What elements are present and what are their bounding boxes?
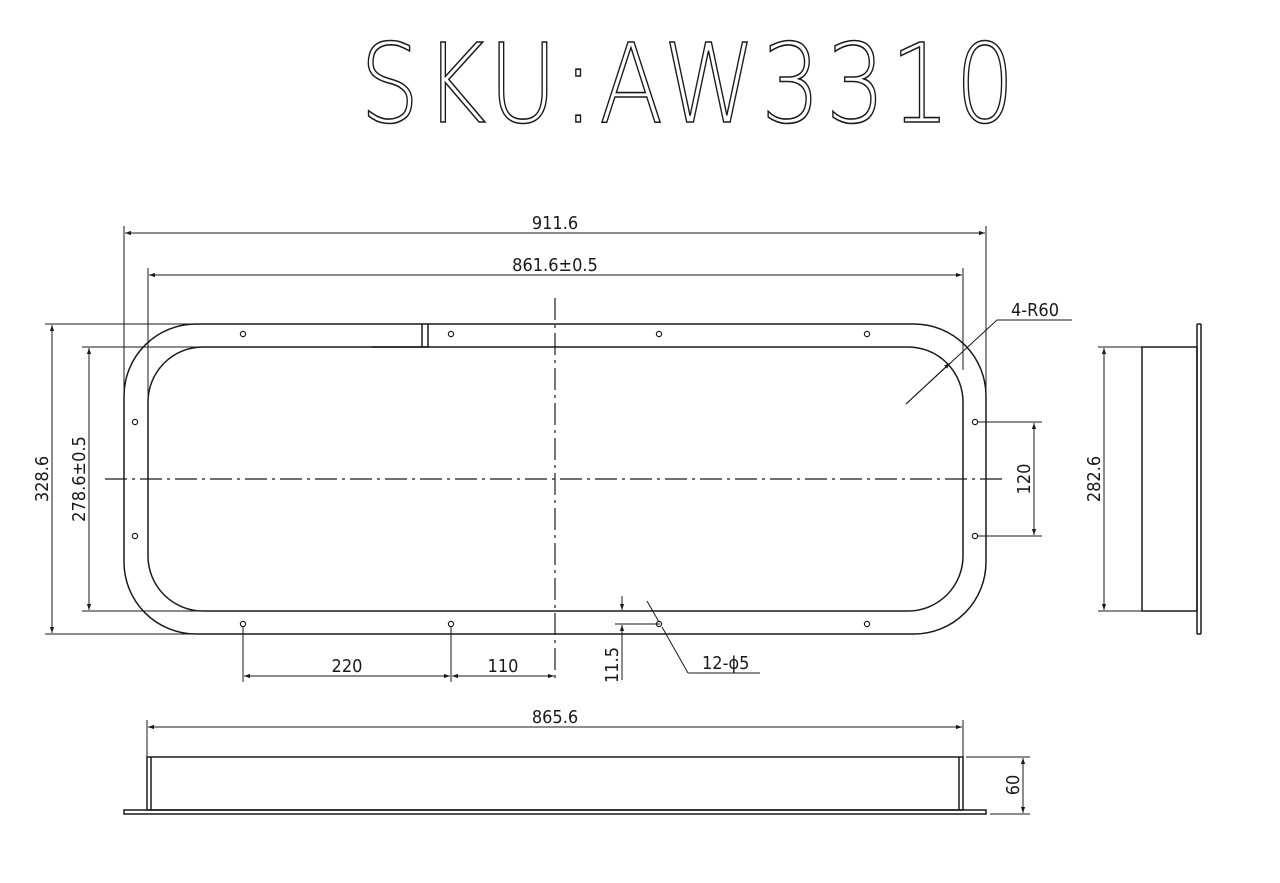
dimension-inner-height: 278.6±0.5 xyxy=(69,346,200,612)
dimension-hole-vertical-spacing: 120 xyxy=(978,421,1042,537)
dimension-corner-radius: 4-R60 xyxy=(905,300,1072,405)
bottom-view-body xyxy=(146,756,964,811)
dimension-label: 220 xyxy=(332,656,363,677)
mounting-hole xyxy=(655,330,663,338)
dimension-label: 282.6 xyxy=(1084,456,1105,502)
dimension-label: 4-R60 xyxy=(1011,300,1059,321)
dimension-label: 110 xyxy=(488,656,519,677)
dimension-label: 11.5 xyxy=(602,647,623,683)
mounting-hole xyxy=(239,330,247,338)
dimension-bottom-length: 865.6 xyxy=(146,707,964,757)
dimension-label: 60 xyxy=(1003,775,1024,796)
mounting-hole xyxy=(131,418,139,426)
dimension-inner-length: 861.6±0.5 xyxy=(147,255,964,400)
dimension-overall-length: 911.6 xyxy=(123,213,987,400)
mounting-hole xyxy=(447,330,455,338)
dimension-label: 911.6 xyxy=(532,213,578,234)
bottom-view-flange xyxy=(123,809,987,815)
mounting-hole xyxy=(239,620,247,628)
frame-seam xyxy=(372,324,429,348)
dimension-label: 120 xyxy=(1014,464,1035,495)
dimension-label: 861.6±0.5 xyxy=(512,255,598,276)
mounting-hole xyxy=(131,532,139,540)
sku-title: SKU:AW3310 xyxy=(360,20,1020,148)
dimension-overall-height: 328.6 xyxy=(32,323,200,635)
dimension-hole-edge-distance: 11.5 xyxy=(602,596,660,683)
dimension-side-height: 282.6 xyxy=(1084,346,1142,612)
mounting-hole xyxy=(863,620,871,628)
dimension-label: 865.6 xyxy=(532,707,578,728)
dimension-label: 278.6±0.5 xyxy=(69,436,90,522)
dimension-holes: 12-ϕ5 xyxy=(646,600,760,674)
dimension-label: 12-ϕ5 xyxy=(702,653,749,674)
dimension-depth: 60 xyxy=(966,756,1030,815)
mounting-hole xyxy=(971,418,979,426)
mounting-hole xyxy=(447,620,455,628)
dimension-hole-spacing: 220 110 xyxy=(242,627,554,682)
bottom-view: 865.6 60 xyxy=(123,707,1030,815)
dimension-label: 328.6 xyxy=(32,456,53,502)
mounting-hole xyxy=(971,532,979,540)
mounting-hole xyxy=(863,330,871,338)
side-view: 282.6 xyxy=(1084,323,1202,635)
front-view: 911.6 861.6±0.5 4-R60 328.6 xyxy=(32,213,1072,683)
side-view-body xyxy=(1141,346,1198,612)
